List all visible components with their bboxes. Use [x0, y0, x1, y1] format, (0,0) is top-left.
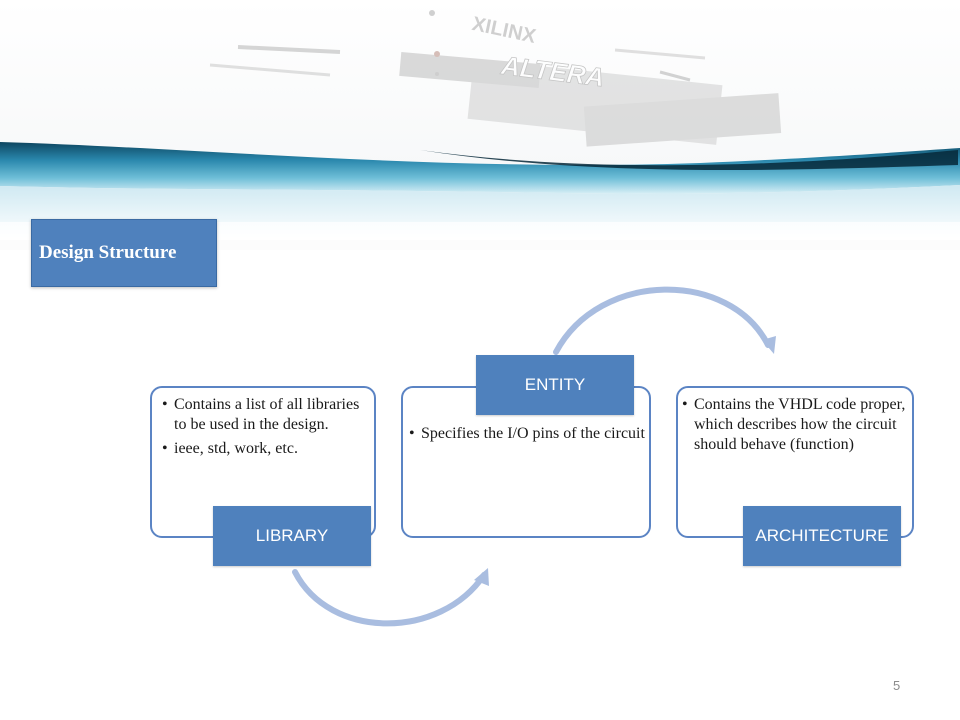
entity-bullets: Specifies the I/O pins of the circuit [403, 388, 649, 444]
entity-bullet: Specifies the I/O pins of the circuit [409, 424, 645, 444]
arrowhead-library-to-entity [474, 568, 489, 586]
library-bullet: ieee, std, work, etc. [162, 439, 370, 459]
architecture-label: ARCHITECTURE [743, 506, 901, 566]
architecture-bullets: Contains the VHDL code proper, which des… [678, 388, 912, 455]
slide-title: Design Structure [39, 242, 177, 263]
banner-graphic: XILINX ALTERA [0, 0, 960, 250]
page-number: 5 [893, 678, 901, 693]
architecture-bullet: Contains the VHDL code proper, which des… [682, 395, 906, 455]
arrow-entity-to-architecture [553, 286, 771, 355]
header-banner: XILINX ALTERA [0, 0, 960, 250]
library-bullet: Contains a list of all libraries to be u… [162, 395, 370, 435]
arrow-library-to-entity [292, 569, 487, 627]
library-bullets: Contains a list of all libraries to be u… [152, 388, 374, 459]
arrowhead-entity-to-architecture [762, 336, 776, 354]
slide-title-box: Design Structure [31, 219, 217, 287]
entity-label: ENTITY [476, 355, 634, 415]
wave-band [0, 142, 960, 194]
library-label: LIBRARY [213, 506, 371, 566]
